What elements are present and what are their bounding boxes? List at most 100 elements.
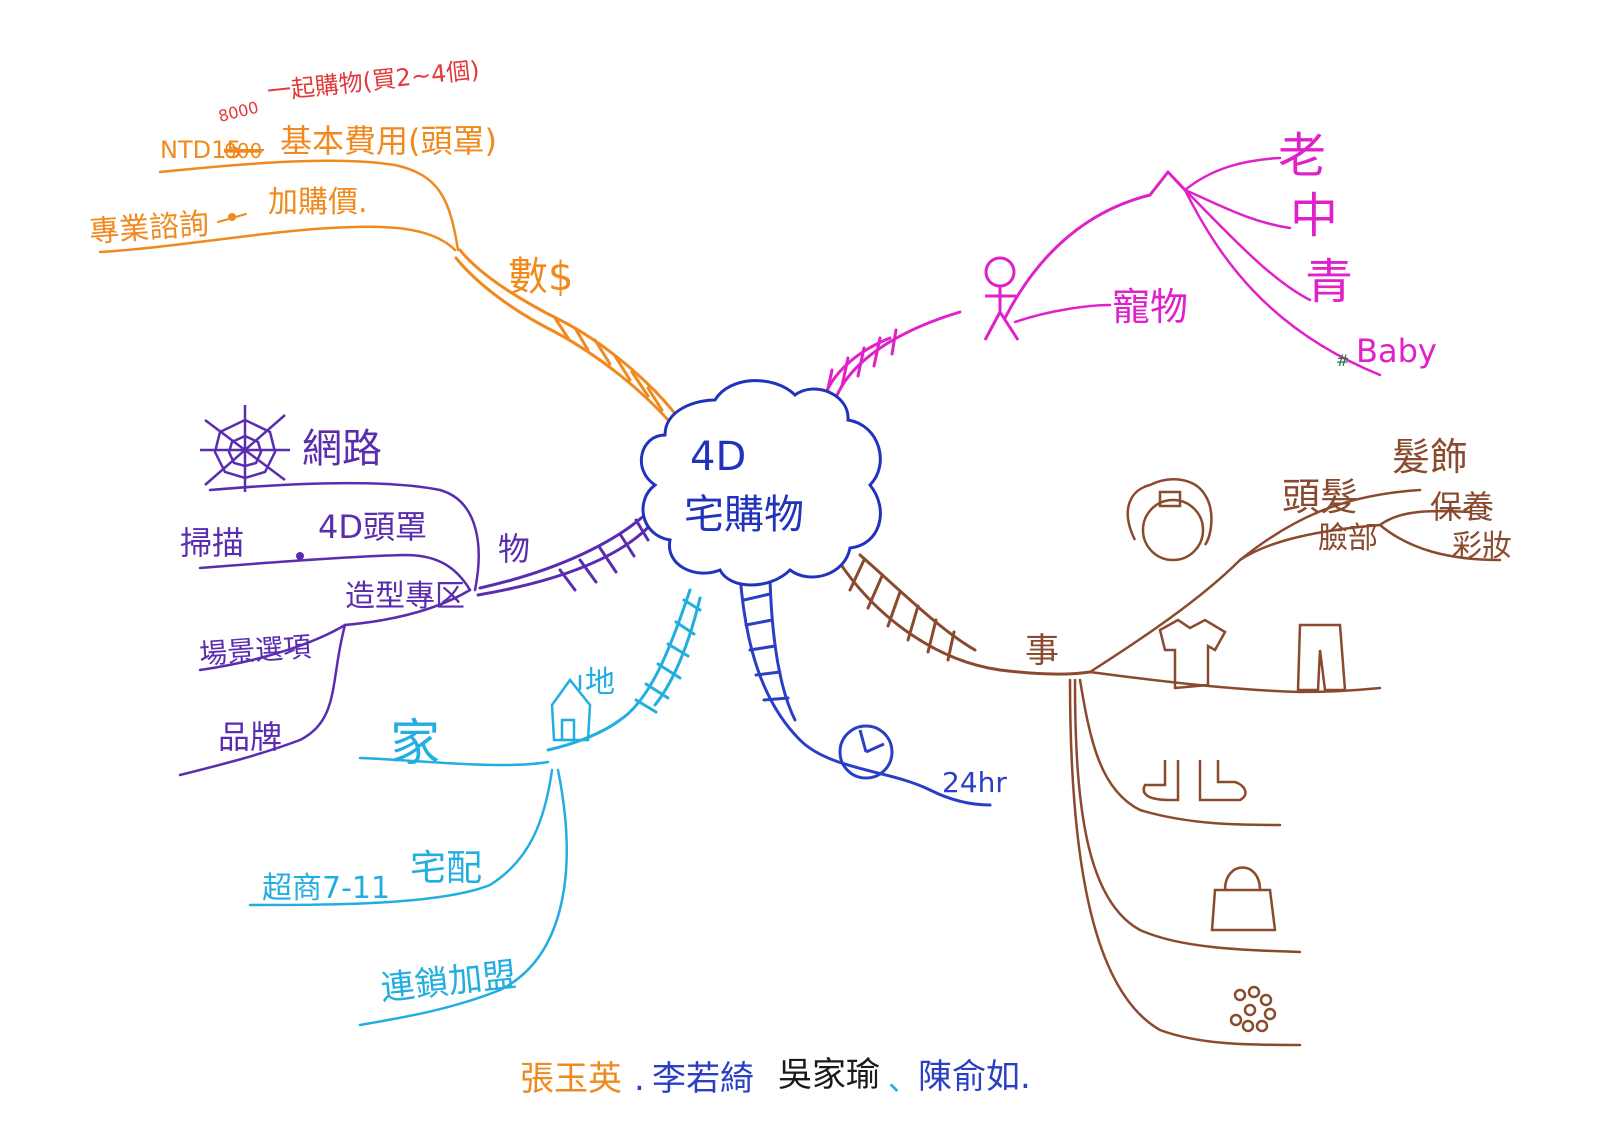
place-cvs: 超商7-11 <box>262 871 390 906</box>
branch-things <box>178 405 657 777</box>
branch-matters-trunk-inner <box>858 553 977 652</box>
place-franchise-line <box>358 768 568 1027</box>
matters-makeup: 彩妝 <box>1452 529 1512 564</box>
things-label: 物 <box>498 530 530 568</box>
people-pets-line <box>1013 303 1112 324</box>
author-2: 李若綺 <box>652 1059 754 1099</box>
house-icon <box>550 675 592 742</box>
things-head-line <box>198 553 472 592</box>
matters-makeup-line <box>1378 523 1502 562</box>
author-4: 陳俞如. <box>918 1057 1031 1097</box>
boots-icon <box>1142 760 1247 802</box>
center-node: 4D 宅購物 <box>639 379 882 587</box>
branch-time-trunk-inner <box>768 578 797 722</box>
money-add-on: 加購價. <box>268 185 368 220</box>
matters-bag-line <box>1073 678 1302 954</box>
things-scan: 掃描 <box>180 524 244 562</box>
matters-accessories: 髮飾 <box>1392 435 1468 479</box>
branch-place <box>248 588 702 1027</box>
branch-matters-hatch <box>848 558 956 662</box>
people-baby: Baby <box>1356 332 1437 370</box>
person-icon <box>983 256 1020 341</box>
matters-care: 保養 <box>1430 488 1494 526</box>
branch-time-trunk <box>738 573 992 807</box>
branch-money <box>98 159 682 430</box>
place-home-line <box>358 756 550 767</box>
branch-money-trunk-lower <box>454 256 677 430</box>
web-icon <box>200 405 290 492</box>
things-brand: 品牌 <box>218 718 282 756</box>
money-label: 數$ <box>508 254 573 300</box>
people-age-old-line <box>1183 156 1282 192</box>
matters-hair: 頭髮 <box>1282 475 1358 519</box>
branch-place-hatch <box>634 598 702 714</box>
people-pets: 寵物 <box>1112 285 1188 329</box>
matters-shoes-line <box>1078 678 1282 827</box>
place-home: 家 <box>390 714 440 772</box>
things-network: 網路 <box>302 426 382 472</box>
people-age-old: 老 <box>1278 128 1326 184</box>
money-group-buy: 一起購物(買2~4個) <box>266 56 481 106</box>
author-sep-1: . <box>634 1059 645 1099</box>
matters-clothes-line <box>1088 670 1382 694</box>
people-baby-mark: # <box>1336 351 1349 370</box>
people-age-tip <box>1148 170 1187 197</box>
matters-accessories-line <box>1238 488 1422 562</box>
clock-icon <box>838 724 894 780</box>
things-styling: 造型專区 <box>345 579 465 614</box>
branch-matters <box>836 478 1502 1047</box>
author-sep-2: 、 <box>888 1063 918 1098</box>
people-age-mid-line <box>1183 188 1292 230</box>
center-title-line1: 4D <box>690 434 746 480</box>
branch-place-trunk <box>546 588 692 752</box>
things-head-4d: 4D頭罩 <box>318 508 427 546</box>
matters-care-line <box>1378 509 1472 527</box>
branch-people <box>823 156 1382 402</box>
matters-face: 臉部 <box>1318 521 1378 556</box>
things-brand-line <box>178 623 347 777</box>
money-basic-fee-line <box>158 159 460 252</box>
bag-icon <box>1210 866 1277 932</box>
head-hair-icon <box>1126 478 1213 562</box>
branch-things-hatch <box>558 518 650 592</box>
branch-time-hatch <box>742 592 790 702</box>
place-delivery: 宅配 <box>410 848 482 889</box>
branch-money-trunk <box>458 248 682 422</box>
people-age-line <box>1003 193 1152 320</box>
money-consult-link <box>217 213 247 223</box>
money-add-on-line <box>98 225 457 254</box>
place-franchise: 連鎖加盟 <box>379 955 518 1009</box>
people-age-young: 青 <box>1305 254 1353 310</box>
money-basic-fee: 基本費用(頭罩) <box>280 122 497 160</box>
branch-place-trunk-inner <box>653 596 702 707</box>
things-scene: 場景選項 <box>198 630 312 671</box>
jewelry-icon <box>1229 985 1277 1033</box>
people-baby-line <box>1183 188 1382 377</box>
people-age-mid: 中 <box>1290 188 1338 244</box>
things-network-line <box>208 481 480 592</box>
money-price-new: 8000 <box>216 98 260 126</box>
center-cloud <box>639 379 882 587</box>
place-delivery-line <box>248 768 554 907</box>
things-scene-line <box>198 623 347 672</box>
author-3: 吳家瑜 <box>778 1055 880 1095</box>
time-label: 24hr <box>942 766 1007 799</box>
author-1: 張玉英 <box>520 1059 622 1099</box>
matters-jewelry-line <box>1068 678 1302 1047</box>
things-styling-line <box>343 588 472 627</box>
people-age-young-line <box>1183 188 1312 302</box>
pants-icon <box>1296 623 1347 692</box>
center-title-line2: 宅購物 <box>684 492 804 538</box>
branch-time <box>738 573 992 807</box>
branch-matters-trunk <box>836 558 1092 676</box>
branch-people-hatch <box>824 328 898 400</box>
branch-people-trunk <box>833 310 962 402</box>
authors: 張玉英 . 李若綺 吳家瑜 、 陳俞如. <box>520 1055 1031 1099</box>
shirt-icon <box>1158 618 1227 690</box>
money-consult: 專業諮詢 <box>88 207 210 250</box>
things-scan-node <box>296 552 304 560</box>
branch-money-hatch <box>553 316 664 412</box>
matters-label: 事 <box>1025 631 1059 671</box>
place-label: 地 <box>585 665 615 700</box>
